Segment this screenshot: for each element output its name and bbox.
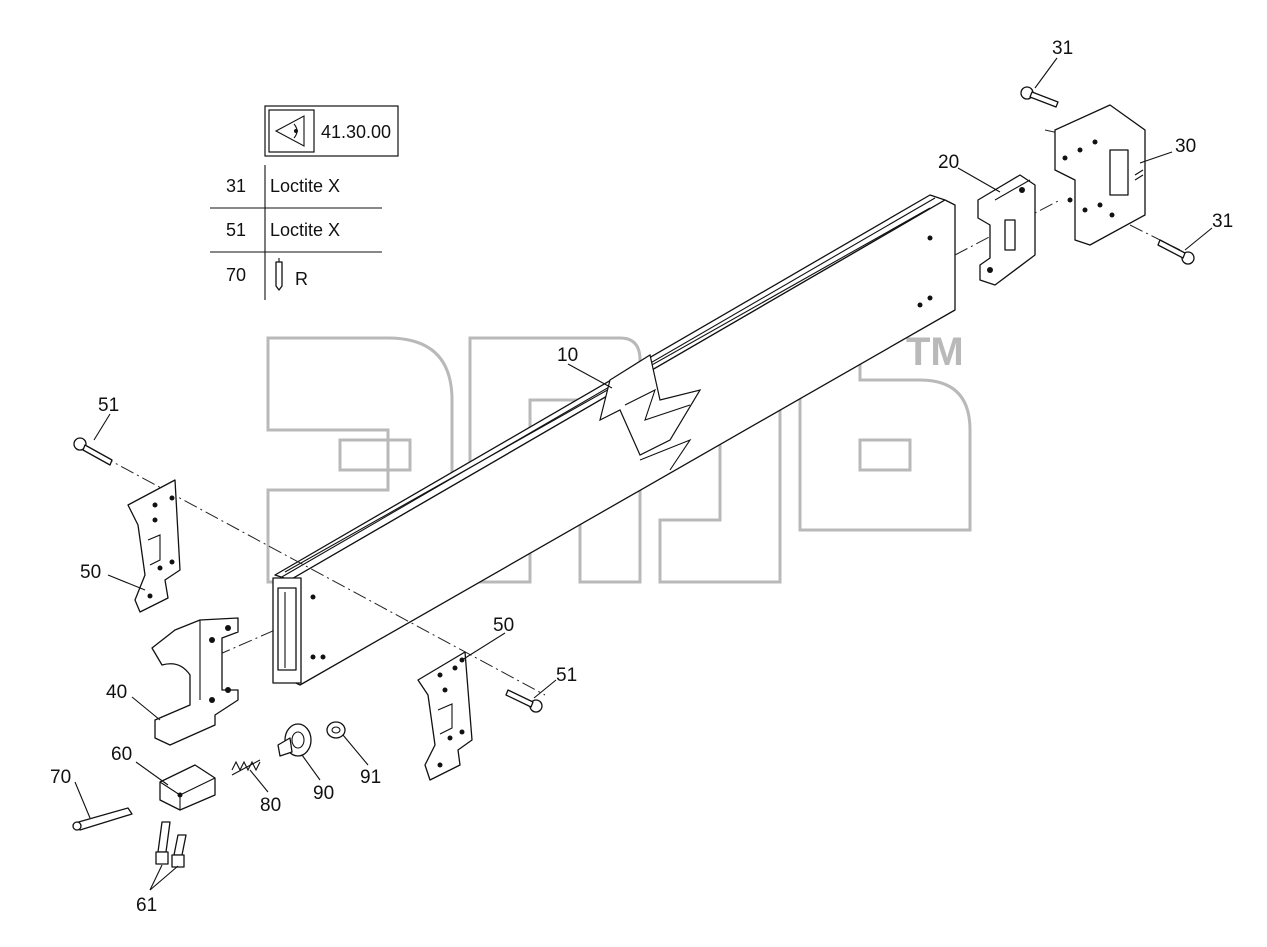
knob-part-90 (277, 723, 312, 757)
spring-part-80 (231, 759, 261, 776)
pin-part-70 (72, 807, 133, 831)
callout-61: 61 (136, 895, 157, 916)
legend-row-2-text: Loctite X (270, 220, 340, 240)
bracket-part-40 (151, 617, 239, 746)
callout-31-top: 31 (1052, 38, 1073, 59)
legend-row-3-item: 70 (226, 265, 246, 285)
callout-10: 10 (557, 345, 578, 366)
callout-90: 90 (313, 783, 334, 804)
callout-51-right: 51 (556, 665, 577, 686)
screw-part-31-top (1020, 86, 1059, 108)
callout-30: 30 (1175, 136, 1196, 157)
reference-box: 41.30.00 (264, 105, 399, 157)
callout-20: 20 (938, 152, 959, 173)
screw-part-61-b (171, 834, 187, 868)
callout-70: 70 (50, 767, 71, 788)
end-plate-part-30 (1054, 104, 1146, 246)
nut-part-91 (326, 721, 346, 739)
callout-31-right: 31 (1212, 211, 1233, 232)
callouts: 31 20 30 31 10 51 50 50 51 40 60 70 80 9… (50, 38, 1233, 916)
legend-row-1-text: Loctite X (270, 176, 340, 196)
screw-part-51-right (505, 689, 543, 713)
callout-50-right: 50 (493, 615, 514, 636)
end-bracket-part-20 (977, 174, 1036, 286)
leader-lines (74, 57, 1213, 891)
callout-80: 80 (260, 795, 281, 816)
latch-block-part-60 (159, 764, 216, 811)
screw-part-31-right (1157, 239, 1195, 265)
legend-row-1-item: 31 (226, 176, 246, 196)
side-plate-part-50-left (127, 479, 181, 613)
side-plate-part-50-right (417, 651, 473, 781)
eye-view-icon (274, 115, 305, 147)
screw-part-51-left (73, 437, 113, 466)
legend-row-2-item: 51 (226, 220, 246, 240)
callout-60: 60 (111, 744, 132, 765)
callout-91: 91 (360, 767, 381, 788)
callout-51-left: 51 (98, 395, 119, 416)
callout-40: 40 (106, 682, 127, 703)
legend-row-3-text: R (295, 269, 308, 289)
pin-icon (275, 258, 283, 291)
callout-50-left: 50 (80, 562, 101, 583)
screw-part-61-a (155, 821, 171, 865)
reference-code: 41.30.00 (321, 122, 391, 142)
watermark-tm: TM (906, 330, 964, 374)
legend-table: 31 Loctite X 51 Loctite X 70 R (210, 165, 382, 300)
